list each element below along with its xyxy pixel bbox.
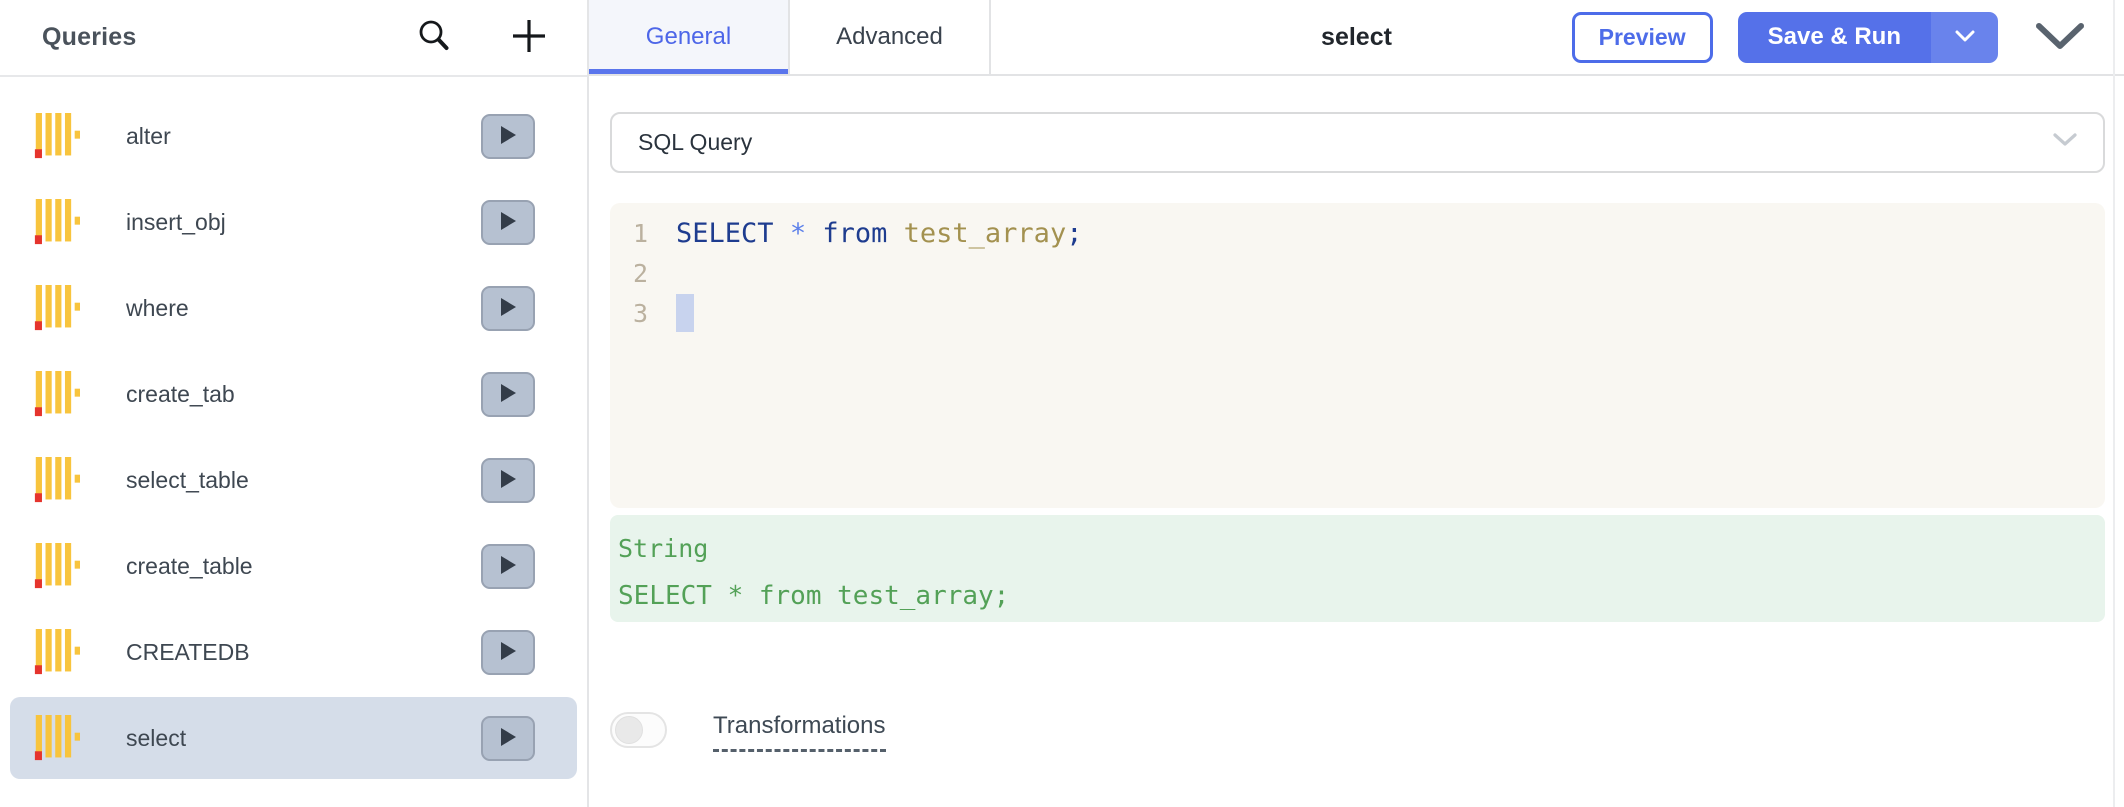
command-type-select[interactable]: SQL Query — [610, 112, 2105, 173]
search-icon — [417, 19, 451, 56]
clickhouse-datasource-icon — [34, 285, 80, 331]
clickhouse-datasource-icon — [34, 629, 80, 675]
play-icon — [499, 555, 517, 578]
tab-general[interactable]: General — [589, 0, 790, 74]
play-icon — [499, 211, 517, 234]
clickhouse-datasource-icon — [34, 457, 80, 503]
transformations-toggle[interactable] — [610, 712, 667, 748]
header-actions: Preview Save & Run — [1571, 0, 2124, 74]
run-query-button[interactable] — [481, 543, 535, 589]
query-item-label: create_tab — [126, 380, 235, 407]
play-icon — [499, 383, 517, 406]
query-item-label: CREATEDB — [126, 638, 250, 665]
clickhouse-datasource-icon — [34, 113, 80, 159]
query-list-item-insert_obj[interactable]: insert_obj — [10, 181, 577, 263]
save-and-run-menu-button[interactable] — [1931, 11, 1998, 63]
tab-advanced[interactable]: Advanced — [790, 0, 991, 74]
chevron-down-icon — [2036, 22, 2084, 53]
plus-icon — [511, 18, 547, 57]
queries-title: Queries — [42, 23, 137, 51]
chevron-down-icon — [2053, 133, 2077, 152]
save-and-run-button[interactable]: Save & Run — [1737, 11, 1931, 63]
clickhouse-datasource-icon — [34, 715, 80, 761]
run-query-button[interactable] — [481, 457, 535, 503]
preview-button[interactable]: Preview — [1571, 11, 1713, 63]
play-icon — [499, 125, 517, 148]
line-number: 3 — [632, 298, 648, 328]
query-item-label: create_table — [126, 552, 253, 579]
code-text — [676, 294, 694, 332]
text-cursor — [676, 294, 694, 332]
collapse-editor-button[interactable] — [2036, 22, 2084, 53]
evaluated-type-label: String — [618, 534, 709, 563]
query-list-item-alter[interactable]: alter — [10, 95, 577, 177]
evaluated-value-text: SELECT * from test_array; — [618, 581, 1010, 611]
query-list-item-select_table[interactable]: select_table — [10, 439, 577, 521]
query-list-item-CREATEDB[interactable]: CREATEDB — [10, 611, 577, 693]
toggle-knob — [615, 716, 643, 744]
clickhouse-datasource-icon — [34, 543, 80, 589]
query-item-label: select — [126, 724, 187, 751]
chevron-down-icon — [1955, 30, 1975, 45]
line-number: 2 — [632, 258, 648, 288]
play-icon — [499, 297, 517, 320]
run-query-button[interactable] — [481, 629, 535, 675]
command-type-value: SQL Query — [638, 129, 753, 155]
code-line: 3 — [610, 293, 2105, 333]
play-icon — [499, 727, 517, 750]
code-line: 2 — [610, 253, 2105, 293]
code-line: 1 SELECT * from test_array; — [610, 213, 2105, 253]
play-icon — [499, 641, 517, 664]
code-text: SELECT * from test_array; — [676, 217, 1083, 249]
query-item-label: alter — [126, 122, 171, 149]
query-list: alter insert_obj where create_tab select… — [0, 77, 587, 779]
query-list-item-create_tab[interactable]: create_tab — [10, 353, 577, 435]
queries-sidebar: Queries alter — [0, 0, 589, 807]
queries-sidebar-header: Queries — [0, 0, 587, 77]
query-list-item-where[interactable]: where — [10, 267, 577, 349]
run-query-button[interactable] — [481, 113, 535, 159]
run-query-button[interactable] — [481, 371, 535, 417]
add-query-button[interactable] — [511, 18, 547, 57]
run-query-button[interactable] — [481, 715, 535, 761]
sql-code-editor[interactable]: 1 SELECT * from test_array; 2 3 — [610, 203, 2105, 508]
transformations-label: Transformations — [713, 712, 886, 752]
query-list-item-select[interactable]: select — [10, 697, 577, 779]
clickhouse-datasource-icon — [34, 371, 80, 417]
run-query-button[interactable] — [481, 199, 535, 245]
line-number: 1 — [632, 218, 648, 248]
play-icon — [499, 469, 517, 492]
query-item-label: where — [126, 294, 189, 321]
transformations-row: Transformations — [610, 712, 2105, 752]
run-query-button[interactable] — [481, 285, 535, 331]
query-editor-header: General Advanced select Preview Save & R… — [589, 0, 2124, 76]
save-and-run-split-button: Save & Run — [1737, 11, 1998, 63]
clickhouse-datasource-icon — [34, 199, 80, 245]
query-item-label: insert_obj — [126, 208, 226, 235]
query-editor-main: General Advanced select Preview Save & R… — [589, 0, 2124, 807]
scroll-gutter-divider — [2113, 0, 2115, 807]
search-queries-button[interactable] — [417, 19, 451, 56]
evaluated-value-popup: String SELECT * from test_array; — [610, 515, 2105, 622]
query-list-item-create_table[interactable]: create_table — [10, 525, 577, 607]
query-item-label: select_table — [126, 466, 249, 493]
